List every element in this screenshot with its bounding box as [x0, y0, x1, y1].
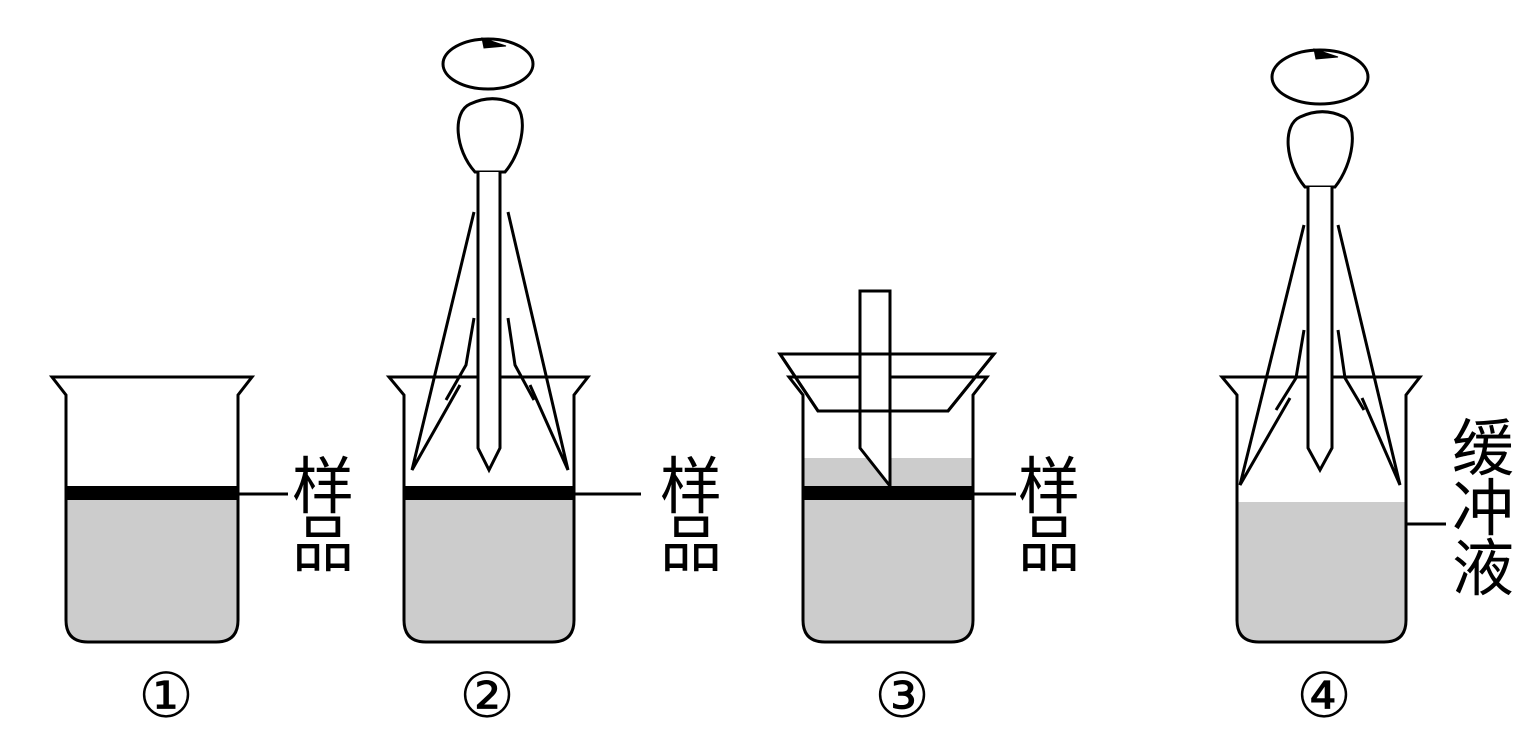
beaker-1: 样 品 ① [48, 375, 354, 732]
beaker-1-label-char-2: 品 [292, 508, 354, 581]
funnel-3-stem [858, 289, 892, 491]
beaker-3-number: ③ [874, 659, 930, 732]
beaker-2-label-char-1: 样 [660, 450, 722, 523]
beaker-4-number: ④ [1296, 659, 1352, 732]
beaker-2-outline [385, 375, 592, 644]
beaker-2-sample-band [404, 486, 574, 500]
beaker-4-label-char-3: 液 [1452, 532, 1514, 605]
beaker-4-outline [1218, 375, 1424, 644]
rotation-arrow-icon [1270, 48, 1370, 106]
beaker-2: 样 品 ② [385, 37, 722, 732]
beaker-3: 样 品 ③ [777, 289, 1080, 732]
beaker-2-liquid [404, 495, 574, 642]
homogenizer-4-shaft [1306, 187, 1334, 474]
homogenizer-2-blade-left-outer [410, 211, 476, 471]
beaker-2-label-char-2: 品 [660, 508, 722, 581]
beaker-3-label-char-1: 样 [1018, 450, 1080, 523]
beaker-1-label-char-1: 样 [292, 450, 354, 523]
homogenizer-2-blade-right-outer [506, 211, 570, 471]
beaker-4-label-char-1: 缓 [1452, 412, 1514, 485]
homogenizer-4-blade-right-inner [1336, 329, 1366, 411]
beaker-3-outline [785, 375, 991, 644]
rotation-arrow-icon [441, 37, 535, 91]
homogenizer-4-blade-left-outer [1238, 224, 1306, 486]
beaker-1-sample-band [66, 486, 238, 500]
beaker-3-label-char-2: 品 [1018, 508, 1080, 581]
homogenizer-4-blade-left-inner [1274, 329, 1306, 411]
funnel-3 [777, 289, 998, 491]
homogenizer-2-blade-right-inner [506, 317, 536, 401]
beaker-1-liquid [66, 495, 238, 642]
homogenizer-2-blade-left-inner [444, 317, 476, 401]
beaker-4-liquid [1237, 502, 1406, 642]
beaker-4-label-char-2: 冲 [1452, 472, 1514, 545]
beaker-1-number: ① [138, 659, 194, 732]
homogenizer-2 [410, 37, 570, 474]
beaker-3-sample-band [803, 486, 973, 500]
beaker-1-outline [48, 375, 256, 644]
homogenizer-2-shaft [476, 172, 502, 474]
homogenizer-4-blade-right-outer [1336, 224, 1402, 486]
beaker-4: 缓 冲 液 ④ [1218, 48, 1514, 732]
beaker-3-liquid [803, 458, 973, 642]
beaker-2-number: ② [459, 659, 515, 732]
homogenizer-4-handle [1286, 110, 1354, 189]
homogenizer-2-handle [456, 97, 524, 174]
homogenizer-4 [1238, 48, 1402, 486]
